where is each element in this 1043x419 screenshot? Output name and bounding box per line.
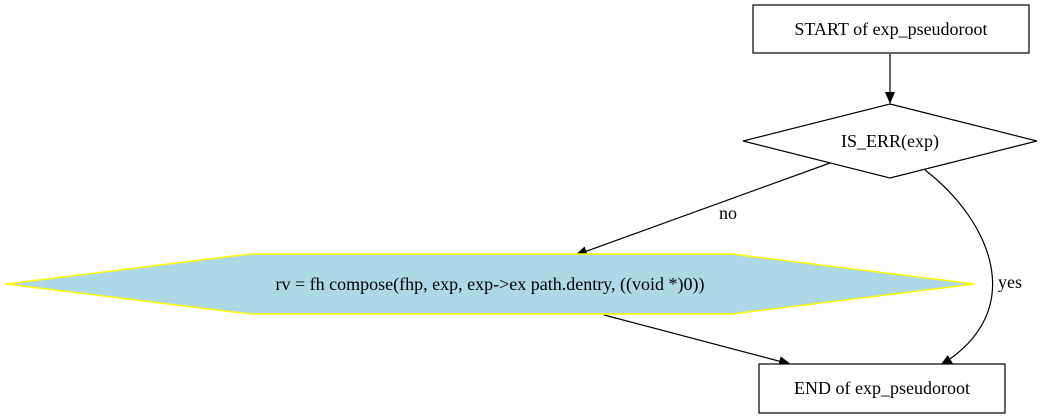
- node-start: START of exp_pseudoroot: [752, 4, 1030, 54]
- edge-compose-to-end: [603, 314, 791, 367]
- edge-label-no: no: [719, 203, 737, 223]
- decision-diamond: [742, 103, 1038, 179]
- decision-label: IS_ERR(exp): [841, 131, 939, 152]
- edge-decision-to-compose: [575, 162, 831, 256]
- start-label: START of exp_pseudoroot: [794, 19, 987, 39]
- compose-hexagon: [5, 253, 976, 315]
- node-decision: IS_ERR(exp): [742, 103, 1038, 179]
- node-compose: rv = fh compose(fhp, exp, exp->ex path.d…: [5, 253, 976, 315]
- node-end: END of exp_pseudoroot: [758, 363, 1006, 414]
- compose-label: rv = fh compose(fhp, exp, exp->ex path.d…: [275, 274, 704, 295]
- edges: [575, 54, 994, 367]
- start-box: [752, 4, 1030, 54]
- end-label: END of exp_pseudoroot: [794, 378, 970, 398]
- edge-decision-to-end: [924, 169, 994, 366]
- end-box: [758, 363, 1006, 414]
- edge-label-yes: yes: [998, 272, 1022, 292]
